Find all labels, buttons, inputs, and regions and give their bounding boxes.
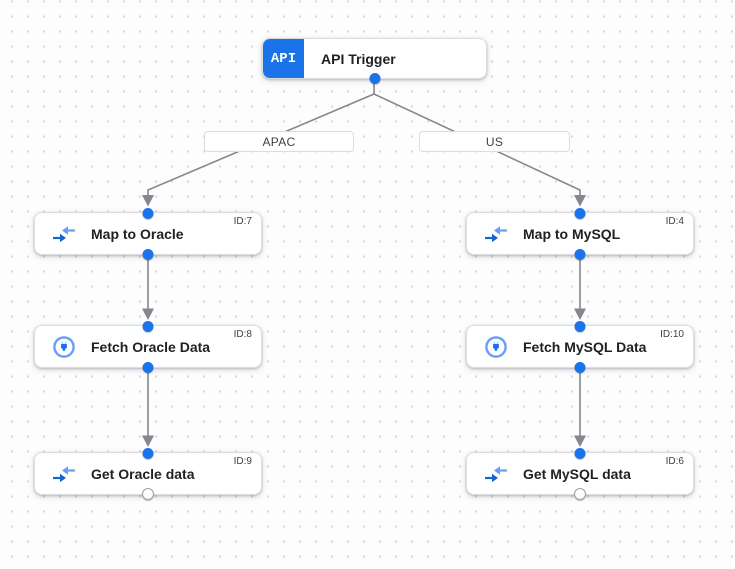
task-node-get-mysql-data[interactable]: ID:6 Get MySQL data: [466, 447, 694, 500]
api-trigger-icon: API: [263, 39, 304, 78]
data-mapping-icon: [51, 465, 77, 482]
input-port[interactable]: [574, 207, 586, 219]
branch-label-us[interactable]: US: [419, 131, 570, 152]
output-port-end[interactable]: [142, 488, 154, 500]
input-port[interactable]: [142, 320, 154, 332]
input-port[interactable]: [142, 207, 154, 219]
branch-label-text: US: [485, 134, 504, 149]
task-id-label: ID:10: [660, 329, 684, 340]
connector-icon: [51, 335, 77, 359]
output-port[interactable]: [142, 248, 154, 260]
task-label: Map to Oracle: [91, 225, 184, 242]
output-port-end[interactable]: [574, 488, 586, 500]
connector-icon: [483, 335, 509, 359]
edge-arrowheads: [142, 195, 586, 447]
task-label: Map to MySQL: [523, 225, 621, 242]
output-port[interactable]: [142, 361, 154, 373]
arrowhead-icon: [142, 435, 154, 447]
task-node-fetch-mysql-data[interactable]: ID:10 Fetch MySQL Data: [466, 320, 694, 373]
trigger-label: API Trigger: [321, 50, 396, 67]
arrowhead-icon: [574, 308, 586, 320]
data-mapping-icon: [483, 465, 509, 482]
task-label: Get MySQL data: [523, 465, 631, 482]
task-id-label: ID:4: [665, 216, 684, 227]
trigger-node-api[interactable]: API API Trigger: [262, 38, 487, 84]
task-id-label: ID:7: [233, 216, 252, 227]
data-mapping-icon: [51, 225, 77, 242]
input-port[interactable]: [574, 447, 586, 459]
input-port[interactable]: [142, 447, 154, 459]
task-node-map-to-oracle[interactable]: ID:7 Map to Oracle: [34, 207, 262, 260]
edge-trigger-to-map-mysql[interactable]: [373, 93, 581, 196]
branch-label-text: APAC: [262, 134, 296, 149]
api-badge-text: API: [270, 50, 297, 67]
task-label: Fetch MySQL Data: [523, 338, 647, 355]
output-port[interactable]: [369, 72, 380, 84]
task-label: Get Oracle data: [91, 465, 195, 482]
data-mapping-icon: [483, 225, 509, 242]
arrowhead-icon: [574, 435, 586, 447]
task-node-map-to-mysql[interactable]: ID:4 Map to MySQL: [466, 207, 694, 260]
output-port[interactable]: [574, 361, 586, 373]
arrowhead-icon: [574, 195, 586, 207]
task-node-get-oracle-data[interactable]: ID:9 Get Oracle data: [34, 447, 262, 500]
input-port[interactable]: [574, 320, 586, 332]
task-id-label: ID:6: [665, 456, 684, 467]
task-id-label: ID:8: [233, 329, 252, 340]
task-label: Fetch Oracle Data: [91, 338, 211, 355]
branch-label-apac[interactable]: APAC: [204, 131, 354, 152]
task-id-label: ID:9: [233, 456, 252, 467]
arrowhead-icon: [142, 308, 154, 320]
output-port[interactable]: [574, 248, 586, 260]
task-node-fetch-oracle-data[interactable]: ID:8 Fetch Oracle Data: [34, 320, 262, 373]
arrowhead-icon: [142, 195, 154, 207]
